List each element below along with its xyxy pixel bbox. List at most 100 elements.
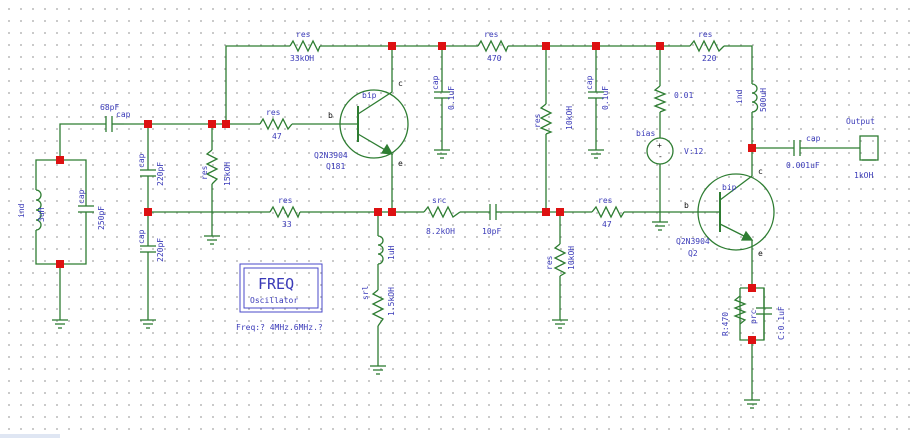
label-value: 1uH: [387, 245, 396, 260]
ground-4: [370, 365, 386, 375]
output-label: Output: [846, 117, 875, 126]
label-type: cap: [137, 153, 146, 168]
q1-name: Q181: [326, 162, 345, 171]
resistors: [205, 39, 879, 327]
label-type: ind: [17, 203, 26, 218]
svg-text:e: e: [758, 249, 763, 258]
label-value: 220pF: [156, 162, 165, 186]
label-type: cap: [806, 134, 821, 143]
junction: [222, 120, 230, 128]
svg-text:b: b: [684, 201, 689, 210]
wires: [35, 45, 860, 400]
label-type: cap: [137, 229, 146, 244]
junction: [592, 42, 600, 50]
ground-1: [52, 319, 68, 329]
junction: [542, 42, 550, 50]
q2-model: Q2N3904: [676, 237, 710, 246]
q2-name: Q2: [688, 249, 698, 258]
label-type: res: [266, 108, 281, 117]
label-type: cap: [431, 75, 440, 90]
junction: [374, 208, 382, 216]
label-value: 47: [602, 220, 612, 229]
junction: [438, 42, 446, 50]
label-value: 15kOH: [223, 162, 232, 186]
junction: [56, 260, 64, 268]
svg-text:+: +: [657, 141, 662, 150]
label-value: 33: [282, 220, 292, 229]
horizontal-scrollbar[interactable]: [0, 434, 60, 438]
label-value: 3uH: [37, 207, 46, 222]
ground-5: [434, 149, 450, 159]
svg-text:c: c: [758, 167, 763, 176]
junction: [208, 120, 216, 128]
label-type: res: [698, 30, 713, 39]
resistor-10k-top: [539, 103, 553, 135]
resistor-220: [689, 39, 725, 53]
junctions: [56, 42, 756, 344]
resistor-8k2: [423, 205, 461, 219]
label-type: res: [598, 196, 613, 205]
label-type: res: [296, 30, 311, 39]
re-r-label: R:470: [721, 312, 730, 336]
ground-symbols: [52, 149, 876, 409]
component-labels: res 33kOH res 470 res 220 res 47 res 33 …: [17, 30, 875, 340]
resistor-470-top: [477, 39, 509, 53]
label-type: res: [200, 165, 209, 180]
ground-8: [652, 221, 668, 231]
inductors: [35, 83, 759, 265]
q1-model: Q2N3904: [314, 151, 348, 160]
resistor-33: [269, 205, 301, 219]
bias-r-label: 0.01: [674, 91, 693, 100]
resistor-47-q1: [259, 117, 293, 131]
label-value: 250pF: [97, 206, 106, 230]
label-value: 500uH: [759, 88, 768, 112]
svg-text:e: e: [398, 159, 403, 168]
q2-tag: bip: [722, 183, 737, 192]
label-type: res: [278, 196, 293, 205]
junction: [56, 156, 64, 164]
ground-3: [204, 235, 220, 245]
junction: [388, 208, 396, 216]
junction: [144, 208, 152, 216]
resistor-1k5: [371, 289, 385, 327]
label-type: res: [545, 255, 554, 270]
svg-text:b: b: [328, 111, 333, 120]
junction: [556, 208, 564, 216]
junction: [656, 42, 664, 50]
svg-text:-: -: [658, 152, 663, 161]
ground-9: [744, 399, 760, 409]
freq-note: FREQ Oscillator Freq:? 4MHz.6MHz.?: [236, 263, 323, 332]
junction: [748, 336, 756, 344]
label-type: res: [533, 113, 542, 128]
inductor-500u: [751, 83, 759, 113]
inductor-3u: [35, 189, 42, 231]
svg-text:c: c: [398, 79, 403, 88]
re-c-label: C:0.1uF: [777, 306, 786, 340]
ground-7: [588, 149, 604, 159]
label-value: 220: [702, 54, 717, 63]
freq-subtitle: Oscillator: [250, 296, 298, 305]
label-value: 8.2kOH: [426, 227, 455, 236]
label-value: 1.5kOH: [387, 287, 396, 316]
bias-voltage-source: [646, 137, 674, 165]
bias-label: bias: [636, 129, 655, 138]
label-value: 0.1uF: [447, 86, 456, 110]
label-value: 470: [487, 54, 502, 63]
junction: [748, 144, 756, 152]
resistor-33k: [289, 39, 321, 53]
label-value: 0.001uF: [786, 161, 820, 170]
load-resistor-1k: [859, 135, 879, 161]
q1-tag: bip: [362, 91, 377, 100]
junction: [542, 208, 550, 216]
label-type: ind: [735, 89, 744, 104]
label-value: 220pF: [156, 238, 165, 262]
junction: [388, 42, 396, 50]
label-value: 68pF: [100, 103, 119, 112]
resistor-0.01: [653, 85, 667, 113]
transistor-q2: [697, 166, 775, 251]
junction: [144, 120, 152, 128]
freq-caption: Freq:? 4MHz.6MHz.?: [236, 323, 323, 332]
resistor-47-q2: [591, 205, 625, 219]
